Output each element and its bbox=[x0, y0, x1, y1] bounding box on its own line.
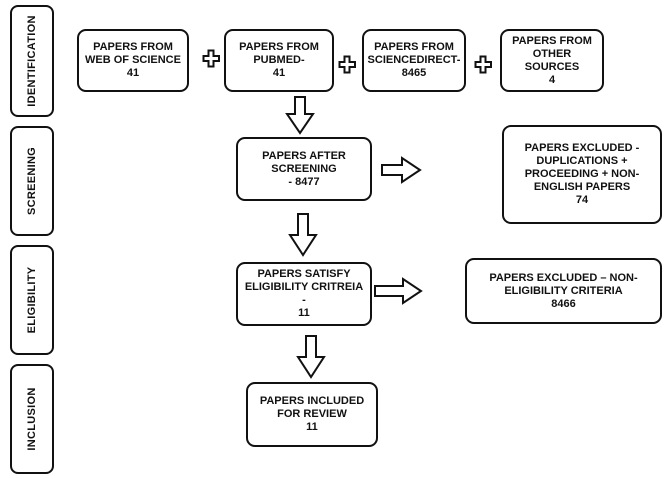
source-pubmed-count: 41 bbox=[272, 67, 286, 79]
screening-count: - 8477 bbox=[288, 175, 320, 188]
excluded-eligibility-count: 8466 bbox=[551, 297, 576, 310]
source-sciencedirect-box: PAPERS FROM SCIENCEDIRECT- 8465 bbox=[362, 29, 466, 92]
eligibility-line2: ELIGIBILITY CRITREIA - bbox=[244, 281, 364, 306]
right-arrow-icon-2 bbox=[374, 277, 423, 305]
source-other-box: PAPERS FROM OTHER SOURCES 4 bbox=[500, 29, 604, 92]
stage-inclusion: INCLUSION bbox=[10, 364, 54, 474]
excluded-eligibility-box: PAPERS EXCLUDED – NON- ELIGIBILITY CRITE… bbox=[465, 258, 662, 324]
inclusion-count: 11 bbox=[306, 421, 318, 433]
stage-identification: IDENTIFICATION bbox=[10, 5, 54, 117]
excluded-screening-line3: PROCEEDING + NON- bbox=[524, 168, 640, 180]
excluded-screening-line1: PAPERS EXCLUDED - bbox=[524, 142, 640, 154]
source-other-line1: PAPERS FROM bbox=[512, 34, 592, 47]
plus-icon-3 bbox=[474, 55, 492, 74]
plus-icon-2 bbox=[338, 55, 356, 74]
eligibility-line1: PAPERS SATISFY bbox=[257, 268, 351, 280]
source-wos-count: 41 bbox=[126, 67, 140, 79]
source-pubmed-box: PAPERS FROM PUBMED- 41 bbox=[224, 29, 334, 92]
source-pubmed-line2: PUBMED- bbox=[253, 54, 305, 66]
excluded-screening-line4: ENGLISH PAPERS bbox=[533, 181, 631, 193]
plus-icon-1 bbox=[202, 49, 220, 68]
source-sciencedirect-count: 8465 bbox=[401, 67, 427, 79]
eligibility-count: 11 bbox=[298, 307, 310, 319]
excluded-screening-box: PAPERS EXCLUDED - DUPLICATIONS + PROCEED… bbox=[502, 125, 662, 224]
source-other-count: 4 bbox=[548, 73, 556, 86]
excluded-screening-line2: DUPLICATIONS + bbox=[536, 155, 628, 167]
stage-eligibility: ELIGIBILITY bbox=[10, 245, 54, 355]
excluded-screening-count: 74 bbox=[575, 194, 589, 206]
excluded-eligibility-line1: PAPERS EXCLUDED – NON- bbox=[489, 271, 638, 284]
source-wos-line1: PAPERS FROM bbox=[93, 41, 173, 53]
inclusion-box: PAPERS INCLUDED FOR REVIEW 11 bbox=[246, 382, 378, 447]
source-other-line2: OTHER SOURCES bbox=[524, 47, 580, 73]
eligibility-box: PAPERS SATISFY ELIGIBILITY CRITREIA - 11 bbox=[236, 262, 372, 326]
inclusion-line2: FOR REVIEW bbox=[277, 408, 347, 420]
inclusion-line1: PAPERS INCLUDED bbox=[259, 395, 365, 407]
source-wos-line2: WEB OF SCIENCE bbox=[85, 54, 181, 66]
screening-box: PAPERS AFTER SCREENING - 8477 bbox=[236, 137, 372, 201]
screening-line1: PAPERS AFTER bbox=[262, 149, 346, 162]
right-arrow-icon-1 bbox=[381, 156, 422, 184]
source-pubmed-line1: PAPERS FROM bbox=[239, 41, 319, 53]
down-arrow-icon-3 bbox=[296, 335, 326, 379]
source-sciencedirect-line2: SCIENCEDIRECT- bbox=[367, 54, 461, 66]
source-sciencedirect-line1: PAPERS FROM bbox=[374, 41, 454, 53]
down-arrow-icon-2 bbox=[288, 213, 318, 257]
excluded-eligibility-line2: ELIGIBILITY CRITERIA bbox=[504, 284, 623, 297]
down-arrow-icon-1 bbox=[285, 96, 315, 135]
source-web-of-science-box: PAPERS FROM WEB OF SCIENCE 41 bbox=[77, 29, 189, 92]
screening-line2: SCREENING bbox=[271, 162, 337, 175]
stage-screening: SCREENING bbox=[10, 126, 54, 236]
